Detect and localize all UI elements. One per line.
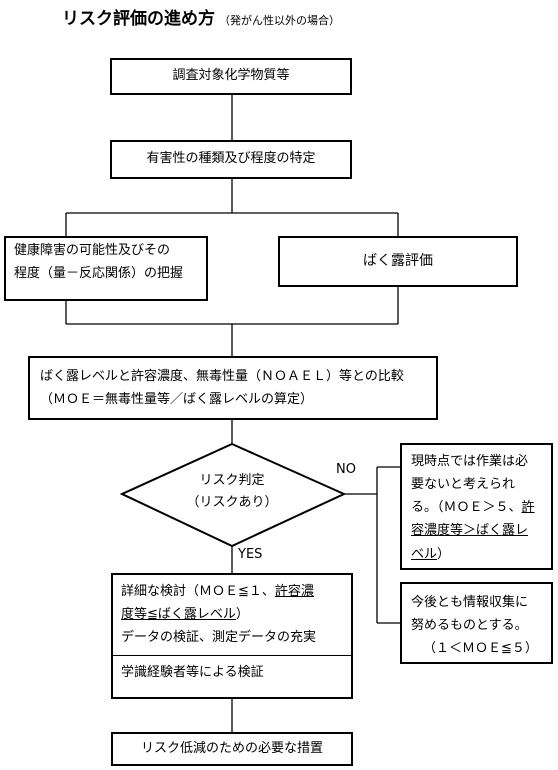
title-subtitle: （発がん性以外の場合） [219, 14, 340, 27]
label-no: NO [336, 462, 356, 477]
box-dose-response: 健康障害の可能性及びその 程度（量－反応関係）の把握 [4, 236, 208, 301]
detail-line1-b: 許容濃 [274, 584, 314, 599]
detail-line1: 詳細な検討（ＭＯＥ≦１、許容濃 [121, 581, 351, 604]
box-no-need: 現時点では作業は必 要ないと考えられ る。（ＭＯＥ＞５、許 容濃度等＞ばく露レ … [400, 443, 553, 570]
detail-line2-a: 度等≦ばく露レベル [121, 606, 236, 622]
box-target: 調査対象化学物質等 [110, 58, 352, 95]
dose-response-line2: 程度（量－反応関係）の把握 [14, 265, 184, 281]
no-need-line1: 現時点では作業は必 [411, 454, 529, 469]
no-need-line2: 要ないと考えられ [411, 477, 516, 493]
box-target-label: 調査対象化学物質等 [172, 68, 290, 84]
collect-line1: 今後とも情報収集に [411, 595, 529, 610]
collect-line3: （１＜ＭＯＥ≦５） [423, 641, 538, 657]
box-measures: リスク低減のための必要な措置 [111, 732, 353, 766]
box-measures-label: リスク低減のための必要な措置 [140, 740, 323, 756]
no-need-line5-a: ベル [411, 546, 438, 562]
detail-section: 詳細な検討（ＭＯＥ≦１、許容濃 度等≦ばく露レベル） データの検証、測定データの… [113, 575, 351, 656]
box-detail: 詳細な検討（ＭＯＥ≦１、許容濃 度等≦ばく露レベル） データの検証、測定データの… [111, 573, 353, 699]
title-main: リスク評価の進め方 [62, 9, 215, 29]
detail-line2: 度等≦ばく露レベル） [121, 604, 351, 627]
compare-line1: ばく露レベルと許容濃度、無毒性量（ＮＯＡＥＬ）等との比較 [40, 369, 404, 384]
no-need-line3: る。（ＭＯＥ＞５、許 [411, 496, 545, 519]
judge-text: リスク判定 （リスクあり） [152, 470, 312, 514]
collect-line2: 努めるものとする。 [411, 618, 528, 634]
page-title: リスク評価の進め方 （発がん性以外の場合） [62, 4, 340, 29]
detail-line2-b: ） [235, 606, 249, 622]
no-need-line3-b: 許 [521, 500, 535, 516]
compare-line2: （ＭＯＥ＝無毒性量等／ばく露レベルの算定） [40, 391, 314, 407]
judge-diamond [119, 442, 347, 548]
detail-line3: データの検証、測定データの充実 [121, 629, 317, 645]
box-hazard: 有害性の種類及び程度の特定 [110, 140, 352, 179]
expert-label: 学識経験者等による検証 [121, 665, 264, 680]
expert-section: 学識経験者等による検証 [113, 656, 351, 685]
no-need-line5: ベル） [411, 543, 545, 566]
no-need-line4: 容濃度等＞ばく露レ [411, 523, 529, 539]
label-yes: YES [238, 547, 263, 562]
judge-line1: リスク判定 [199, 473, 265, 488]
judge-line2: （リスクあり） [186, 495, 278, 511]
no-need-line5-b: ） [437, 546, 451, 562]
no-need-line3-a: る。（ＭＯＥ＞５、 [411, 500, 522, 516]
detail-line1-a: 詳細な検討（ＭＯＥ≦１、 [121, 584, 275, 599]
box-exposure: ばく露評価 [278, 236, 518, 287]
dose-response-line1: 健康障害の可能性及びその [14, 243, 171, 258]
box-info-collect: 今後とも情報収集に 努めるものとする。 （１＜ＭＯＥ≦５） [400, 582, 553, 664]
box-exposure-label: ばく露評価 [363, 253, 433, 270]
box-compare: ばく露レベルと許容濃度、無毒性量（ＮＯＡＥＬ）等との比較 （ＭＯＥ＝無毒性量等／… [28, 356, 438, 420]
box-hazard-label: 有害性の種類及び程度の特定 [146, 151, 316, 167]
